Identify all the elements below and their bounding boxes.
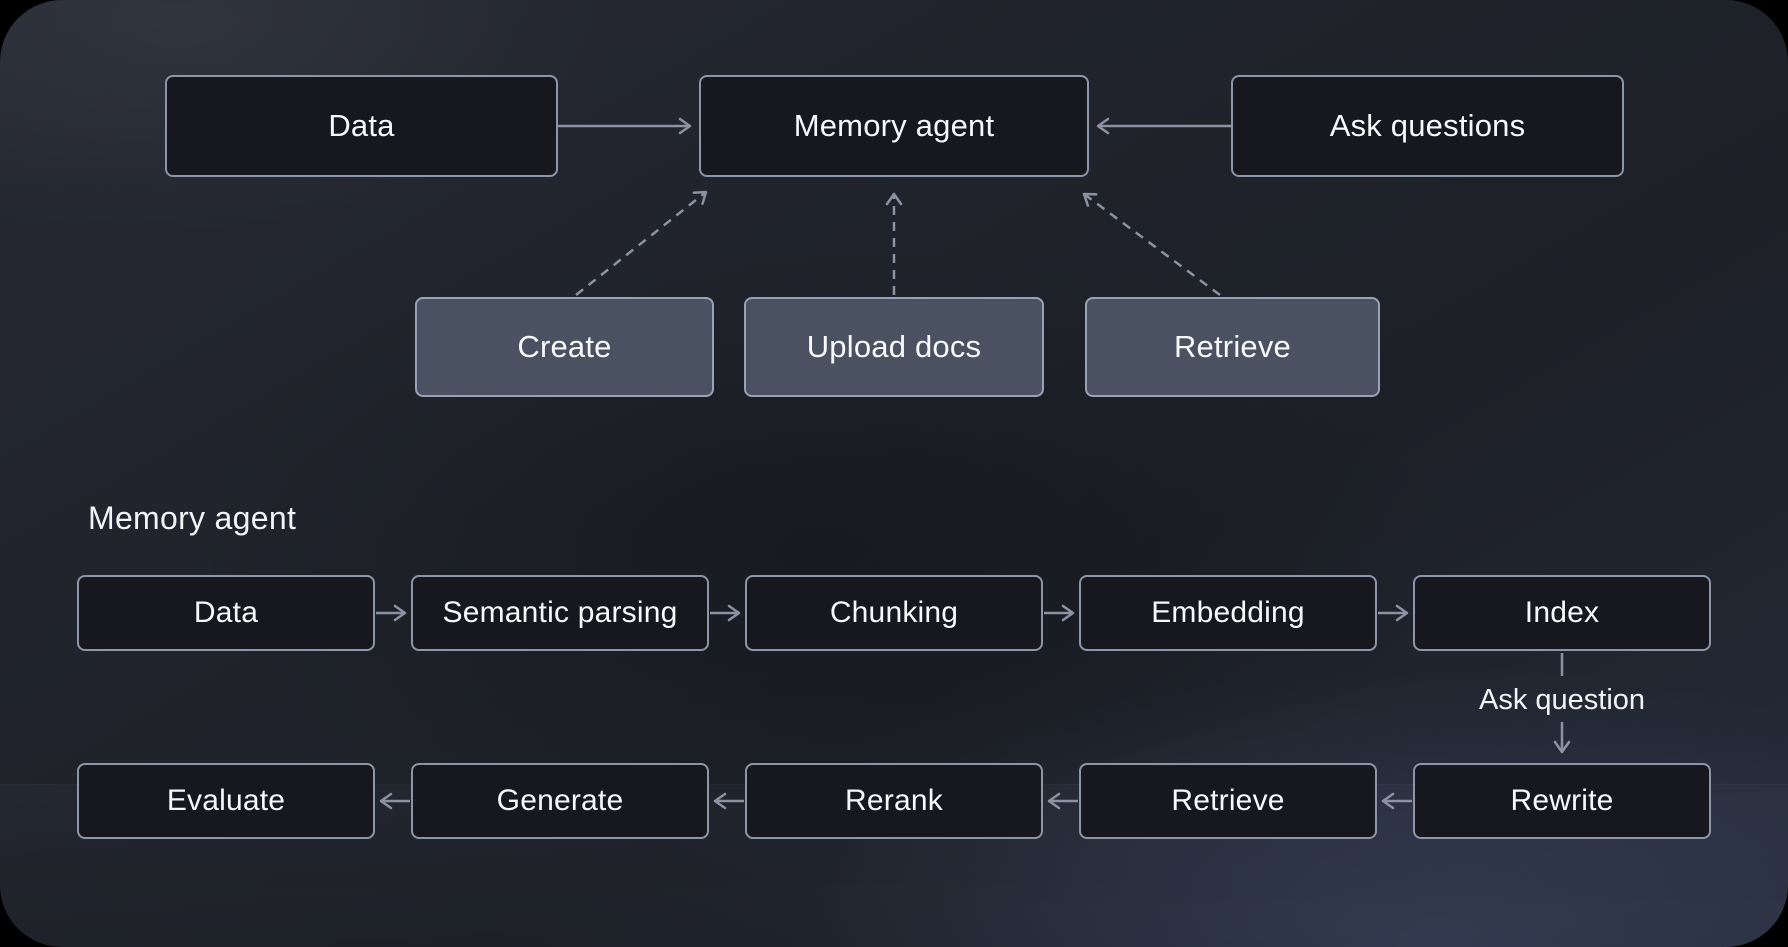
section-heading-memory-agent: Memory agent — [88, 500, 297, 536]
connector-label-ask-question: Ask question — [1478, 684, 1646, 716]
edge-retrieve-to-memory-agent — [1082, 192, 1221, 297]
edge-create-to-memory-agent — [575, 190, 708, 296]
node-data: Data — [165, 75, 558, 177]
node-semantic-parsing: Semantic parsing — [411, 575, 709, 651]
node-ask-questions: Ask questions — [1231, 75, 1624, 177]
node-pipeline-retrieve: Retrieve — [1079, 763, 1377, 839]
node-rerank: Rerank — [745, 763, 1043, 839]
node-upload-docs: Upload docs — [744, 297, 1044, 397]
node-rewrite: Rewrite — [1413, 763, 1711, 839]
node-memory-agent: Memory agent — [699, 75, 1089, 177]
node-embedding: Embedding — [1079, 575, 1377, 651]
node-generate: Generate — [411, 763, 709, 839]
node-evaluate: Evaluate — [77, 763, 375, 839]
node-index: Index — [1413, 575, 1711, 651]
node-create: Create — [415, 297, 714, 397]
node-retrieve-action: Retrieve — [1085, 297, 1380, 397]
node-pipeline-data: Data — [77, 575, 375, 651]
node-chunking: Chunking — [745, 575, 1043, 651]
